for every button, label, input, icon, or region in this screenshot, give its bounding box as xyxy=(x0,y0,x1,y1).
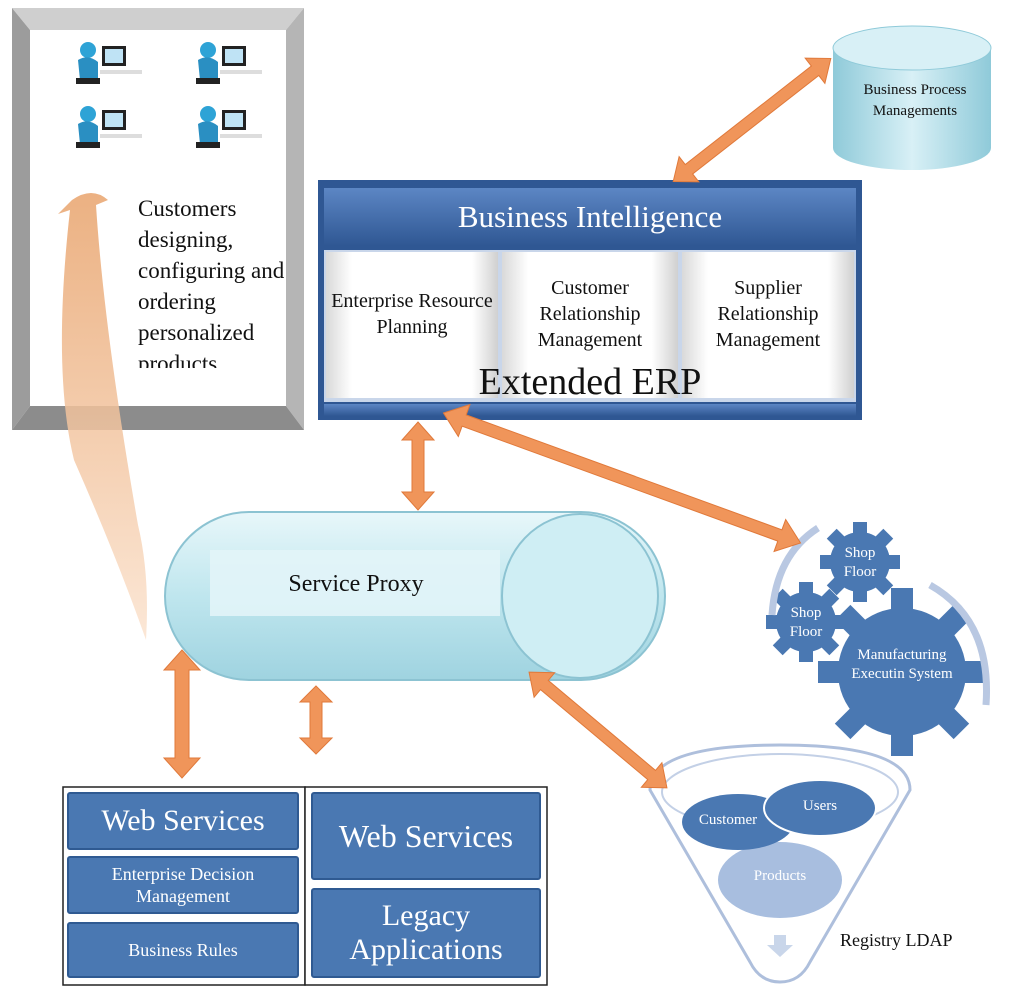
arrow-proxy-to-registry xyxy=(528,671,668,789)
customer-computer-icons xyxy=(76,42,262,148)
extended-erp-label: Extended ERP xyxy=(478,361,702,403)
business-intelligence-block xyxy=(318,180,862,420)
user-computer-icon xyxy=(196,106,262,148)
service-proxy-label: Service Proxy xyxy=(288,571,424,597)
web-services-right-title: Web Services xyxy=(311,792,541,880)
gear-label-mes: Manufacturing Executin System xyxy=(851,647,953,682)
module-erp: Enterprise Resource Planning xyxy=(331,290,493,338)
business-rules: Business Rules xyxy=(67,922,299,978)
arrow-bi-to-bpm xyxy=(672,57,832,183)
legacy-applications: Legacy Applications xyxy=(311,888,541,978)
arrow-proxy-to-webservices-right xyxy=(298,685,334,755)
registry-customer-label: Customer xyxy=(698,812,758,828)
service-proxy-pill xyxy=(164,511,666,681)
registry-ldap-label: Registry LDAP xyxy=(840,930,953,950)
gear-label-shop-floor-top: Shop Floor xyxy=(843,545,877,580)
customer-flow-arrow xyxy=(58,193,147,640)
user-computer-icon xyxy=(76,42,142,84)
connection-arrows xyxy=(162,57,832,789)
gear-large xyxy=(818,588,986,756)
arrow-bi-to-proxy xyxy=(400,421,436,511)
bpm-label: Business Process Managements xyxy=(863,82,967,119)
user-computer-icon xyxy=(196,42,262,84)
module-srm: Supplier Relationship Management xyxy=(715,277,821,351)
registry-users-label: Users xyxy=(802,798,838,814)
registry-products-label: Products xyxy=(753,868,807,884)
user-computer-icon xyxy=(76,106,142,148)
gear-cycle-arcs xyxy=(768,525,991,706)
arrow-bi-to-shopfloor xyxy=(442,403,802,553)
customers-description: Customers designing, configuring and ord… xyxy=(138,196,285,368)
arrow-proxy-to-webservices-left xyxy=(162,649,202,779)
module-crm: Customer Relationship Management xyxy=(537,277,643,351)
bpm-database-cylinder xyxy=(832,25,992,170)
enterprise-decision-management: Enterprise Decision Management xyxy=(67,856,299,914)
registry-funnel xyxy=(648,743,912,984)
web-services-left-title: Web Services xyxy=(67,792,299,850)
business-intelligence-title: Business Intelligence xyxy=(457,199,723,234)
gear-label-shop-floor-left: Shop Floor xyxy=(789,605,823,640)
